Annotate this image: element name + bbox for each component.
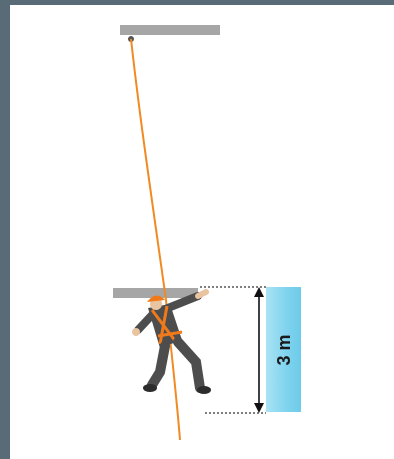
- fall-distance-label: 3 m: [271, 320, 297, 380]
- anchor-beam: [120, 25, 220, 35]
- falling-worker: [132, 292, 211, 394]
- dimension-arrow: [254, 287, 264, 413]
